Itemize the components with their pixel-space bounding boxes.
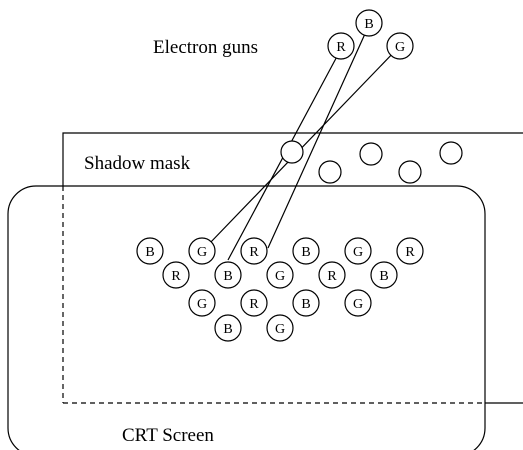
phosphor-circle (136, 237, 164, 265)
mask-hole (398, 160, 422, 184)
phosphor-dot-b: B (214, 261, 242, 289)
mask-hole (439, 141, 463, 165)
gun-b-circle (355, 9, 383, 37)
phosphor-circle (292, 237, 320, 265)
phosphor-label: R (249, 297, 259, 312)
phosphor-dot-r: R (396, 237, 424, 265)
phosphor-label: B (223, 322, 232, 337)
gun-g-circle (386, 32, 414, 60)
phosphor-dot-b: B (292, 289, 320, 317)
phosphor-dot-g: G (188, 237, 216, 265)
phosphor-circle (214, 261, 242, 289)
phosphor-circle (370, 261, 398, 289)
gun-r: R (327, 32, 355, 60)
mask-hole (359, 142, 383, 166)
gun-b: B (355, 9, 383, 37)
phosphor-circle (240, 289, 268, 317)
phosphor-circle (214, 314, 242, 342)
phosphor-dot-g: G (266, 314, 294, 342)
phosphor-circle (318, 261, 346, 289)
beam-g (208, 48, 398, 245)
mask-hole (318, 160, 342, 184)
beam-b (267, 24, 370, 249)
phosphor-circle (188, 289, 216, 317)
phosphor-dot-r: R (318, 261, 346, 289)
phosphor-circle (396, 237, 424, 265)
phosphor-dot-g: G (344, 237, 372, 265)
phosphor-label: B (301, 245, 310, 260)
phosphor-label: G (197, 245, 207, 260)
mask-hole (280, 140, 304, 164)
gun-r-label: R (336, 40, 346, 55)
phosphor-label: R (327, 269, 337, 284)
electron-guns-label: Electron guns (153, 37, 258, 58)
gun-b-label: B (364, 17, 373, 32)
phosphor-circle (292, 289, 320, 317)
shadow-mask-outline (62, 132, 523, 186)
phosphor-label: B (223, 269, 232, 284)
phosphor-dot-r: R (162, 261, 190, 289)
phosphor-dot-b: B (214, 314, 242, 342)
phosphor-circle (266, 261, 294, 289)
phosphor-label: B (145, 245, 154, 260)
electron-beams (208, 24, 398, 261)
phosphor-dot-b: B (136, 237, 164, 265)
phosphor-dot-r: R (240, 289, 268, 317)
phosphor-circle (162, 261, 190, 289)
phosphor-label: G (197, 297, 207, 312)
phosphor-dot-g: G (344, 289, 372, 317)
phosphor-dot-r: R (240, 237, 268, 265)
phosphor-label: B (301, 297, 310, 312)
phosphor-circle (344, 237, 372, 265)
phosphor-circle (240, 237, 268, 265)
phosphor-label: R (405, 245, 415, 260)
shadow-mask-label: Shadow mask (84, 153, 191, 174)
phosphor-label: R (171, 269, 181, 284)
phosphor-label: G (353, 297, 363, 312)
phosphor-circle (266, 314, 294, 342)
crt-screen-outline (7, 185, 486, 450)
phosphor-label: G (353, 245, 363, 260)
phosphor-dot-b: B (292, 237, 320, 265)
phosphor-circle (344, 289, 372, 317)
gun-g: G (386, 32, 414, 60)
crt-screen-label: CRT Screen (122, 425, 214, 446)
phosphor-dot-g: G (266, 261, 294, 289)
phosphor-label: G (275, 322, 285, 337)
phosphor-circle (188, 237, 216, 265)
phosphor-label: B (379, 269, 388, 284)
phosphor-dots: B G R B G R R B G R B G R B G B G (136, 237, 424, 342)
gun-r-circle (327, 32, 355, 60)
phosphor-dot-g: G (188, 289, 216, 317)
gun-g-label: G (395, 40, 405, 55)
phosphor-dot-b: B (370, 261, 398, 289)
phosphor-label: R (249, 245, 259, 260)
shadow-mask-holes (280, 140, 463, 184)
phosphor-label: G (275, 269, 285, 284)
